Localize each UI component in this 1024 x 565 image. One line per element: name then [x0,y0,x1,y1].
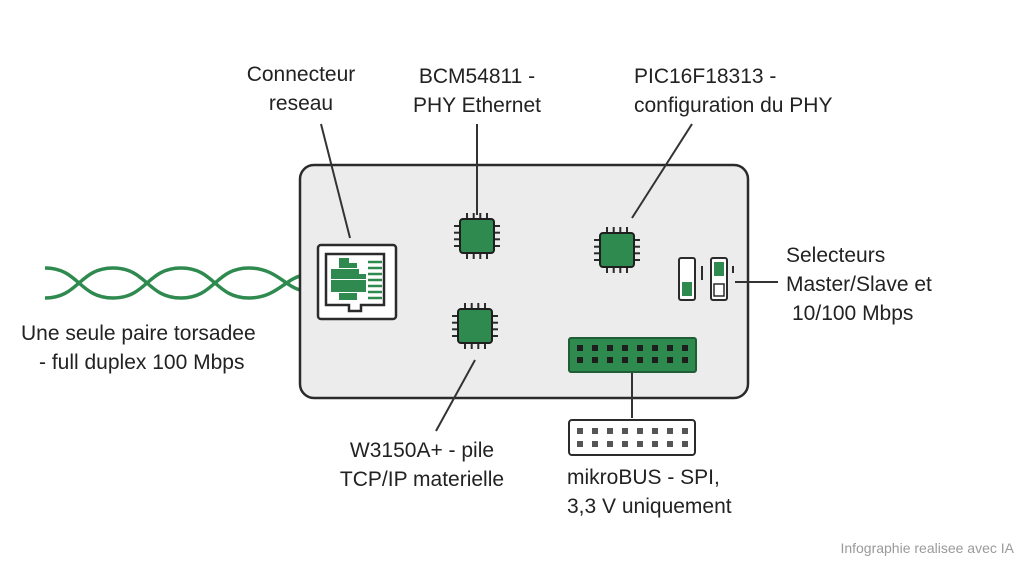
socket-pin [637,441,643,447]
socket-pin [577,441,583,447]
header-pin [607,357,613,363]
header-pin [682,357,688,363]
mikrobus-label-line2: 3,3 V uniquement [567,495,732,518]
connector-label-line2: reseau [268,92,334,115]
connector-label: Connecteur reseau [236,60,366,118]
pic-label-line1: PIC16F18313 - [634,65,777,88]
w3150-label-line1: W3150A+ - pile [349,439,495,462]
selectors-label-line2: Master/Slave et [786,273,932,296]
header-pin [667,357,673,363]
header-pin [652,345,658,351]
socket-pin [607,428,613,434]
socket-pin [652,441,658,447]
socket-pin [622,428,628,434]
phy-label-line2: PHY Ethernet [412,94,542,117]
header-pin [637,357,643,363]
header-pin [577,357,583,363]
cable-label-line2: - full duplex 100 Mbps [39,351,245,374]
twisted-pair-cable [44,266,301,300]
header-pin [667,345,673,351]
pic-label-line2: configuration du PHY [634,94,833,117]
socket-pin [652,428,658,434]
header-pin [622,357,628,363]
socket-pin [682,441,688,447]
phy-label-line1: BCM54811 - [418,65,536,88]
socket-pin [667,428,673,434]
mikrobus-connector [568,419,696,456]
pic16f18313-chip-icon [594,227,640,273]
socket-pin [637,428,643,434]
bcm54811-chip-icon [454,213,500,259]
phy-label: BCM54811 - PHY Ethernet [397,62,557,120]
chips [452,213,640,349]
rj45-jack-icon [316,243,398,321]
cable-label-line1: Une seule paire torsadee [21,322,256,345]
mikrobus-label-line1: mikroBUS - SPI, [567,466,720,489]
mikrobus-label: mikroBUS - SPI, 3,3 V uniquement [567,463,732,521]
header-pin [607,345,613,351]
w3150-label-line2: TCP/IP materielle [339,468,505,491]
selectors-label-line1: Selecteurs [786,244,886,267]
w3150-label: W3150A+ - pile TCP/IP materielle [312,436,532,494]
selectors-label: Selecteurs Master/Slave et 10/100 Mbps [786,241,932,328]
pic-label: PIC16F18313 - configuration du PHY [634,62,832,120]
socket-pin [607,441,613,447]
dip-switch-icon [678,257,734,301]
mikrobus-header [568,337,697,373]
socket-pin [592,441,598,447]
socket-pin [622,441,628,447]
header-pin [577,345,583,351]
socket-pin [577,428,583,434]
socket-pin [592,428,598,434]
socket-pin [667,441,673,447]
ai-credit: Infographie realisee avec IA [840,540,1014,556]
header-pin [637,345,643,351]
header-pin [592,345,598,351]
header-pin [592,357,598,363]
header-pin [622,345,628,351]
header-pin [652,357,658,363]
header-pin [682,345,688,351]
selectors-label-line3: 10/100 Mbps [792,302,914,325]
w3150a-chip-icon [452,303,498,349]
cable-label: Une seule paire torsadee - full duplex 1… [21,319,256,377]
leader-lines [320,123,778,432]
socket-pin [682,428,688,434]
connector-label-line1: Connecteur [246,63,356,86]
